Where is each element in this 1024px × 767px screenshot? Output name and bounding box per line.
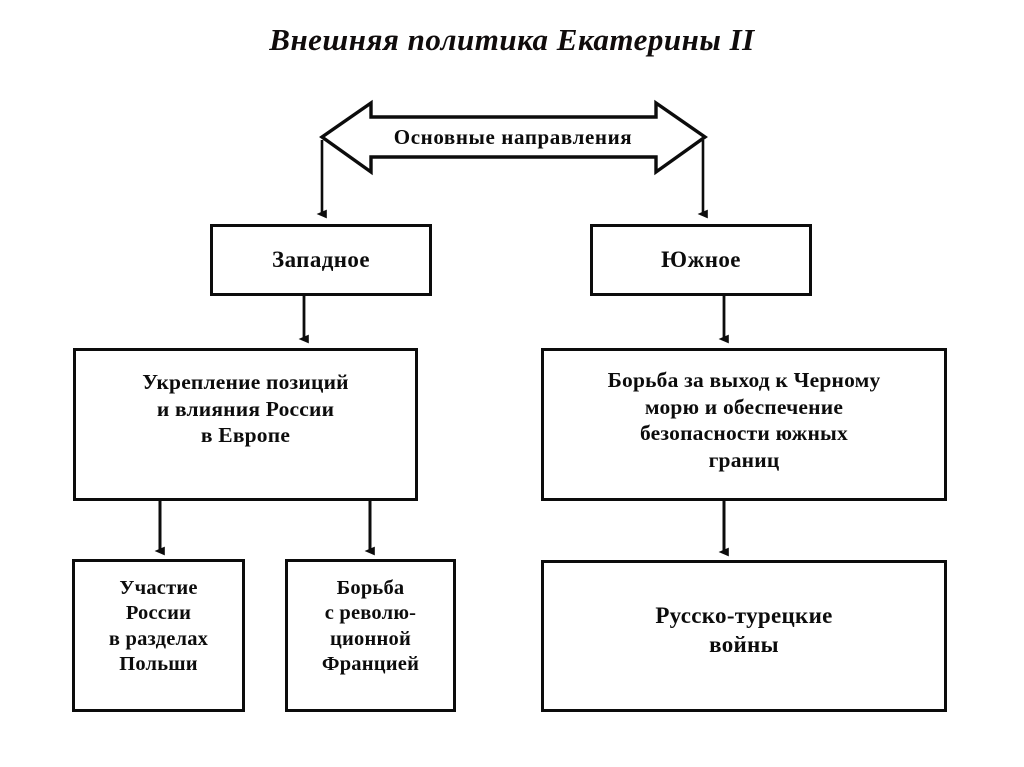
box-outcome-poland-partitions[interactable]: Участие России в разделах Польши	[72, 559, 245, 712]
box-outcome-poland-partitions-label: Участие России в разделах Польши	[108, 577, 209, 676]
box-goal-western-label: Укрепление позиций и влияния России в Ев…	[142, 370, 349, 448]
box-goal-southern-label: Борьба за выход к Черному морю и обеспеч…	[607, 368, 881, 472]
box-direction-southern-label: Южное	[661, 246, 741, 272]
box-goal-southern[interactable]: Борьба за выход к Черному морю и обеспеч…	[541, 348, 947, 501]
page-title: Внешняя политика Екатерины II	[269, 22, 755, 57]
box-outcome-revolutionary-france-label: Борьба с револю- ционной Францией	[321, 577, 420, 676]
box-direction-western-label: Западное	[272, 246, 370, 272]
box-direction-southern[interactable]: Южное	[590, 224, 812, 296]
box-outcome-russo-turkish-wars-label: Русско-турецкие войны	[655, 603, 833, 657]
banner-label: Основные направления	[393, 124, 633, 149]
box-outcome-revolutionary-france[interactable]: Борьба с револю- ционной Францией	[285, 559, 456, 712]
box-outcome-russo-turkish-wars[interactable]: Русско-турецкие войны	[541, 560, 947, 712]
box-direction-western[interactable]: Западное	[210, 224, 432, 296]
box-goal-western[interactable]: Укрепление позиций и влияния России в Ев…	[73, 348, 418, 501]
